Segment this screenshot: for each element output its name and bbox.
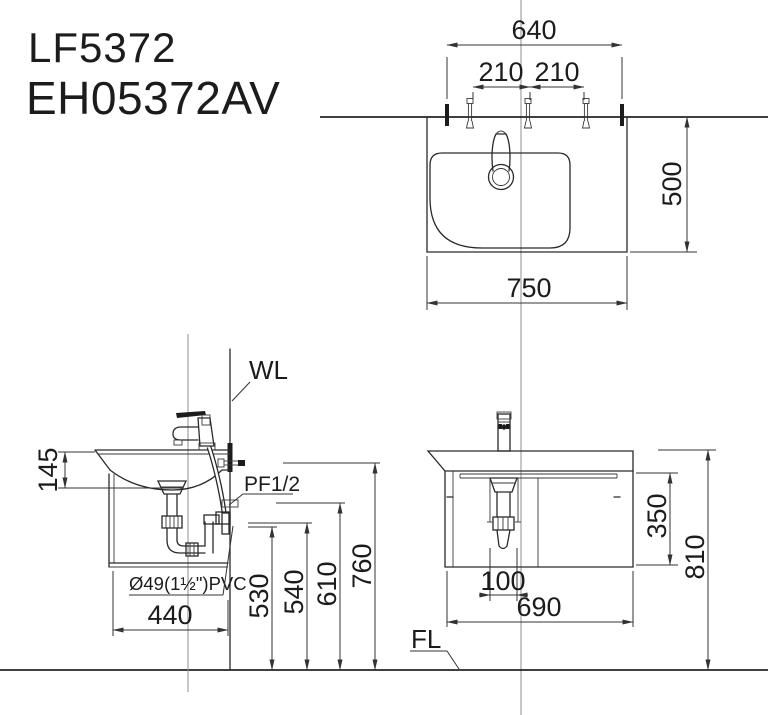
faucet-spout-tip xyxy=(495,130,507,135)
dim-text: 500 xyxy=(657,161,687,206)
label-fl: FL xyxy=(410,624,460,670)
cabinet-side xyxy=(108,473,229,568)
dim-210-210: 210 210 xyxy=(472,57,585,100)
bolt-icon xyxy=(465,98,475,129)
dim-750: 750 xyxy=(426,256,628,310)
dim-500: 500 xyxy=(630,116,697,253)
dim-760: 760 xyxy=(283,462,380,671)
faucet-base-inner xyxy=(492,168,510,186)
dim-530: 530 xyxy=(244,526,277,671)
dim-440: 440 xyxy=(112,571,229,636)
dim-100: 100 xyxy=(479,548,528,601)
dim-text: 810 xyxy=(680,534,710,579)
dim-text: 100 xyxy=(480,566,525,596)
dim-text: 690 xyxy=(516,592,561,622)
supply-fitting-label: PF1/2 xyxy=(244,473,300,496)
faucet-base-circle xyxy=(487,163,515,191)
angle-valve xyxy=(215,511,231,525)
mounting-bolts xyxy=(445,98,624,129)
dim-540: 540 xyxy=(248,522,312,671)
basin-outline-top-view xyxy=(429,152,571,249)
dim-text: 760 xyxy=(347,543,377,588)
faucet-lever xyxy=(176,411,206,418)
model-number-2: EH05372AV xyxy=(26,72,280,124)
anchor-mark-right xyxy=(620,104,624,126)
faucet-top-view xyxy=(487,130,515,191)
dim-text: 530 xyxy=(244,573,274,618)
counter-outline-top-view xyxy=(426,116,628,253)
anchor-mark-left xyxy=(445,104,449,126)
dim-text: 350 xyxy=(642,493,672,538)
top-view: 640 210 210 500 750 xyxy=(426,15,697,310)
counter-front xyxy=(426,450,634,472)
side-view: WL PF1/2 Ø49(1½")PVC 145 440 xyxy=(33,334,380,692)
dim-610: 610 xyxy=(276,502,345,671)
dim-text: 145 xyxy=(33,447,63,492)
dim-350: 350 xyxy=(636,472,678,566)
label-wl: WL xyxy=(231,355,288,402)
bolt-icon xyxy=(581,98,591,129)
dim-text: 640 xyxy=(511,15,556,45)
dim-640: 640 xyxy=(446,15,623,99)
front-view: 350 810 100 690 FL xyxy=(410,411,716,671)
dim-810: 810 xyxy=(658,449,716,671)
supply-stub xyxy=(221,499,239,508)
bolt-icon xyxy=(523,98,533,129)
drain-front-view xyxy=(487,477,521,550)
wall-bolt-icon xyxy=(217,458,245,468)
title-block: LF5372 EH05372AV xyxy=(26,24,280,124)
floor-line-label: FL xyxy=(411,624,441,654)
supply-hose xyxy=(206,446,239,525)
cabinet-front xyxy=(444,470,634,568)
label-pvc: Ø49(1½")PVC xyxy=(129,525,247,596)
model-number-1: LF5372 xyxy=(28,24,176,71)
dim-text: 440 xyxy=(147,600,192,630)
dim-145: 145 xyxy=(33,447,183,493)
label-pf12: PF1/2 xyxy=(228,473,300,506)
p-trap xyxy=(156,480,230,557)
dim-text: 610 xyxy=(312,561,342,606)
faucet-front-view xyxy=(496,411,512,452)
drain-pipe-label: Ø49(1½")PVC xyxy=(129,573,247,594)
dim-text: 540 xyxy=(279,569,309,614)
dim-text: 210 xyxy=(534,57,579,87)
dim-text: 750 xyxy=(506,273,551,303)
wall-line-label: WL xyxy=(249,355,288,385)
dim-text: 210 xyxy=(478,57,523,87)
wall-bracket xyxy=(227,443,233,472)
faucet-spout-plan xyxy=(491,133,511,172)
dim-690: 690 xyxy=(446,571,634,627)
faucet-side-view xyxy=(172,411,216,451)
